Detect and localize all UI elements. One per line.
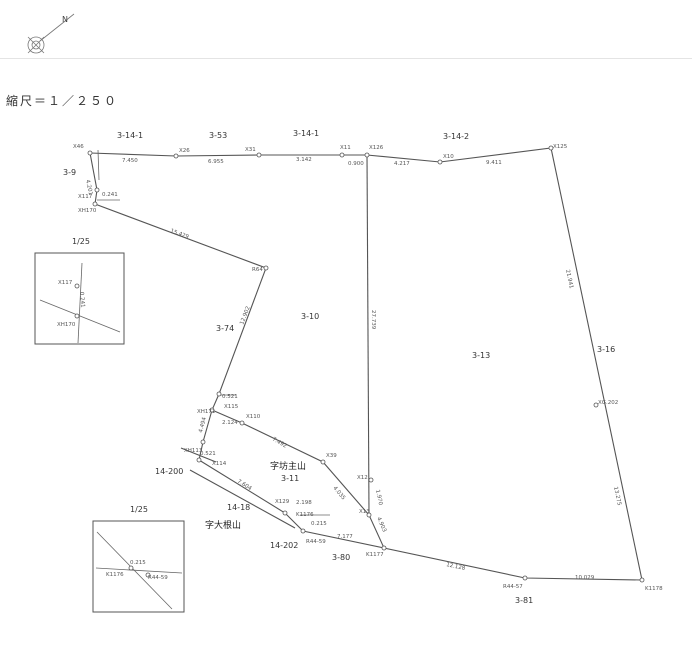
inset1-point-bottom [74, 313, 80, 319]
inset1-label-bottom: XH170 [57, 322, 76, 328]
inset1-label-top: X117 [58, 280, 73, 286]
length-l15: 7.492 [271, 437, 288, 450]
survey-points [87, 145, 645, 583]
compass-north-label: N [62, 15, 68, 24]
length-l16: 0.521 [200, 451, 216, 457]
point-xh171: XH171 [197, 409, 215, 415]
length-l2: 6.955 [208, 159, 224, 165]
parcel-3-81: 3-81 [515, 596, 533, 605]
length-l26: 10.029 [575, 575, 595, 581]
inset1-frame [34, 252, 125, 345]
area-bozu: 字坊主山 [270, 460, 306, 472]
point-x39: X39 [326, 453, 337, 459]
parcel-14-200: 14-200 [155, 467, 183, 476]
parcel-3-14-1b: 3-14-1 [293, 129, 319, 138]
length-l25: 12.128 [446, 562, 467, 572]
scale-label: 縮尺＝１／２５０ [6, 94, 119, 108]
length-l4: 0.900 [348, 161, 364, 167]
inset2-label-right: R44-59 [148, 575, 168, 581]
parcel-3-13: 3-13 [472, 351, 490, 360]
length-l22: 2.198 [296, 500, 312, 506]
inset2-title: 1/25 [130, 505, 148, 514]
parcel-3-9: 3-9 [63, 168, 76, 177]
point-x46: X46 [73, 144, 84, 150]
point-xg202: XG.202 [598, 400, 618, 406]
inset2-point-left [128, 565, 134, 571]
inset1-length: 0.241 [78, 292, 85, 308]
length-l6: 9.411 [486, 160, 502, 166]
point-x114: X114 [212, 461, 227, 467]
length-l10: 27.739 [370, 310, 376, 330]
length-l17: 4.494 [198, 416, 208, 433]
point-k1178: K1178 [645, 586, 663, 592]
point-xh170: XH170 [78, 208, 97, 214]
parcel-3-10: 3-10 [301, 312, 319, 321]
length-l11: 21.941 [564, 269, 574, 289]
parcel-3-14-1a: 3-14-1 [117, 131, 143, 140]
point-k1176: K1176 [296, 512, 314, 518]
point-x129: X129 [275, 499, 290, 505]
parcel-3-53: 3-53 [209, 131, 227, 140]
point-r44-59: R44-59 [306, 539, 326, 545]
length-l14: 2.124 [222, 420, 238, 426]
parcel-3-74: 3-74 [216, 324, 234, 333]
point-xh113: XH113 [184, 448, 203, 454]
length-l21: 4.903 [375, 516, 387, 533]
length-l19: 4.035 [331, 485, 346, 501]
point-x12: X12 [357, 475, 368, 481]
point-x11: X11 [340, 145, 351, 151]
point-r44-57: R44-57 [503, 584, 523, 590]
reference-lines [97, 149, 330, 516]
point-x117: X117 [78, 194, 93, 200]
point-x13: X13 [359, 509, 370, 515]
point-r64: R64 [252, 267, 263, 273]
point-x126: X126 [369, 145, 384, 151]
inset2-label-left: K1176 [106, 572, 124, 578]
length-l12: 12.902 [239, 306, 252, 326]
parcel-3-80: 3-80 [332, 553, 350, 562]
point-x31: X31 [245, 147, 256, 153]
point-x10: X10 [443, 154, 454, 160]
length-l7: 0.241 [102, 192, 118, 198]
header-divider [0, 58, 692, 59]
inset2-frame [92, 520, 185, 613]
length-l27: 13.275 [612, 486, 622, 507]
parcel-3-14-2: 3-14-2 [443, 132, 469, 141]
parcel-14-18: 14-18 [227, 503, 250, 512]
compass-icon [27, 13, 75, 54]
point-x125: X125 [553, 144, 568, 150]
point-x110: X110 [246, 414, 261, 420]
length-l20: 1.970 [374, 489, 383, 506]
parcel-14-202: 14-202 [270, 541, 298, 550]
inset1-point-top [74, 283, 80, 289]
point-x26: X26 [179, 148, 190, 154]
length-l23: 0.215 [311, 521, 327, 527]
inset1-lines [39, 262, 121, 344]
length-l24: 7.177 [337, 534, 353, 540]
length-l5: 4.217 [394, 161, 410, 167]
length-l1: 7.450 [122, 158, 138, 164]
inset2-lines [95, 531, 183, 610]
inset1-title: 1/25 [72, 237, 90, 246]
point-k1177: K1177 [366, 552, 384, 558]
parcel-3-16: 3-16 [597, 345, 615, 354]
area-oone: 字大根山 [205, 519, 241, 531]
length-l18: 7.604 [236, 479, 253, 493]
parcel-boundaries [89, 147, 643, 581]
length-l8: 4.201 [84, 179, 93, 196]
point-x115: X115 [224, 404, 239, 410]
length-l9: 15.429 [169, 228, 190, 240]
parcel-3-11: 3-11 [281, 474, 299, 483]
length-l13: 0.521 [222, 394, 238, 400]
inset2-point-right [145, 572, 151, 578]
length-l3: 3.142 [296, 157, 312, 163]
inset2-length: 0.215 [130, 560, 146, 566]
